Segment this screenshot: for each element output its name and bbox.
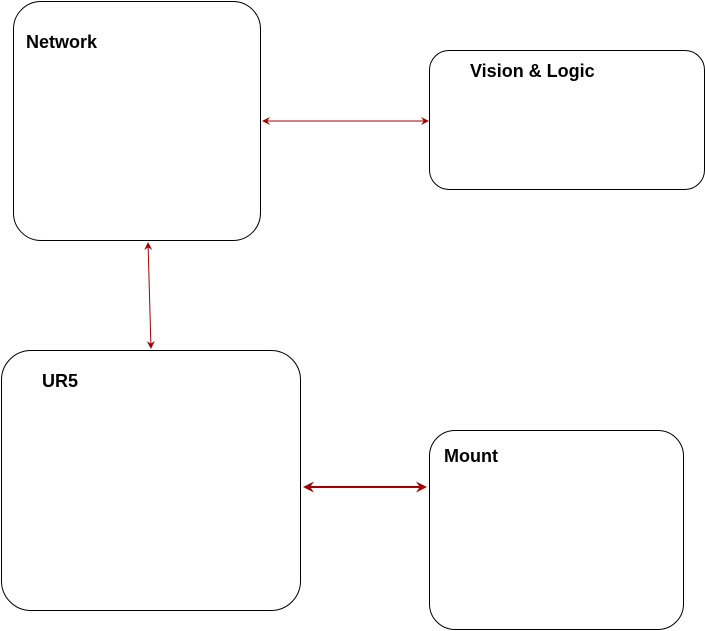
network-label: Network xyxy=(26,32,98,52)
connector-network-ur5 xyxy=(147,246,152,345)
vision-logic-label: Vision & Logic xyxy=(470,61,595,81)
vision-logic-node: Vision & Logic xyxy=(429,50,705,190)
arrowhead-ur5-mount-end xyxy=(416,481,427,493)
arrowhead-network-ur5-start xyxy=(144,242,153,251)
arrowhead-network-vision-start xyxy=(262,117,270,125)
arrowhead-network-vision-end xyxy=(421,117,429,125)
mount-node: Mount xyxy=(429,430,684,630)
arrowhead-network-ur5-end xyxy=(146,340,155,349)
ur5-node: UR5 xyxy=(1,350,301,611)
ur5-label: UR5 xyxy=(42,371,79,391)
network-node: Network xyxy=(13,1,261,241)
arrowhead-ur5-mount-start xyxy=(303,481,314,493)
mount-label: Mount xyxy=(444,446,498,466)
